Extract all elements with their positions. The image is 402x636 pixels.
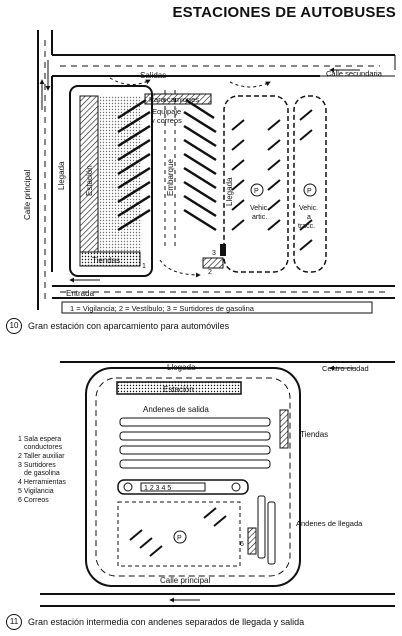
label-llegada-left: Llegada (57, 161, 66, 190)
parking-artic-slots (231, 119, 281, 231)
fig10-legend-box (61, 301, 373, 314)
parking-tracc-slots (299, 109, 313, 251)
para-camiones-bay (144, 93, 212, 105)
label-calle-secundaria: Calle secundaria (326, 69, 383, 78)
label-p-11: P (177, 535, 182, 542)
tiendas-block (79, 251, 141, 267)
label-n2: 2 (208, 269, 212, 276)
label-entrada: Entrada (66, 289, 95, 298)
label-n3: 3 (212, 250, 216, 257)
services-row (117, 479, 249, 495)
legend-item-8: 6 Correos (18, 497, 49, 504)
label-vehic-artic-1: Vehic. (250, 205, 269, 212)
parking-p-circle-2 (303, 183, 317, 197)
legend-item-5: de gasolina (24, 470, 60, 477)
legend-item-7: 5 Vigilancia (18, 488, 54, 495)
vigilancia-block (220, 244, 226, 256)
fig10-legend: 1 = Vigilancia; 2 = Vestíbulo; 3 = Surti… (70, 304, 255, 313)
fig11-caption-number: 11 (6, 614, 22, 630)
loop-road-outer (85, 367, 301, 587)
arrival-platforms (257, 495, 276, 565)
label-centro-ciudad: Centro ciudad (322, 364, 369, 373)
fig10-caption-text: Gran estación con aparcamiento para auto… (28, 321, 230, 331)
label-estacion-11: Estación (163, 385, 194, 394)
station-block-outline (69, 85, 153, 277)
figure-11 (40, 361, 395, 607)
tiendas-block-11 (279, 409, 289, 449)
label-llegada-mid: Llegada (225, 177, 234, 206)
parking-tracc-outline (293, 95, 327, 273)
label-embarque: Embarque (166, 159, 175, 196)
fig11-caption: 11 Gran estación intermedia con andenes … (6, 614, 304, 630)
figure-10 (37, 30, 396, 314)
legend-item-3: 2 Taller auxiliar (18, 453, 65, 460)
label-calle-principal-11: Calle principal (160, 576, 210, 585)
label-salidas: Salidas (140, 71, 166, 80)
parking-area-11 (117, 501, 241, 567)
label-vehic-artic-2: artic. (252, 214, 267, 221)
label-vehic-tracc-3: tracc. (298, 223, 315, 230)
departure-platforms (119, 417, 271, 469)
parking-p-circle-1 (250, 183, 264, 197)
legend-item-6: 4 Herramientas (18, 479, 66, 486)
correos-block (247, 527, 257, 555)
fig10-caption: 10 Gran estación con aparcamiento para a… (6, 318, 229, 334)
label-equipaje: Equipaje (152, 107, 181, 116)
label-p-artic: P (254, 188, 259, 195)
parking-slots-11 (129, 507, 227, 557)
label-para-camiones: Para camiones (149, 95, 199, 104)
legend-item-1: 1 Sala espera (18, 436, 61, 443)
label-n1: 1 (142, 263, 146, 270)
estacion-building-11 (116, 381, 242, 395)
loop-road-inner (95, 377, 291, 577)
parking-p-circle-11 (173, 530, 187, 544)
label-calle-principal: Calle principal (23, 170, 32, 220)
label-six: 6 (240, 541, 244, 548)
legend-item-4: 3 Surtidores (18, 462, 56, 469)
label-llegada-11: Llegada (167, 363, 196, 372)
page-title: ESTACIONES DE AUTOBUSES (172, 4, 396, 21)
label-estacion-10: Estación (85, 165, 94, 196)
fig11-caption-text: Gran estación intermedia con andenes sep… (28, 617, 305, 627)
fig11-legend: 1 Sala espera conductores 2 Taller auxil… (18, 436, 66, 504)
label-tiendas-11: Tiendas (300, 430, 328, 439)
parking-artic-outline (223, 95, 289, 273)
label-vehic-tracc-1: Vehic. (299, 205, 318, 212)
label-equipaje-2: y correos (151, 116, 182, 125)
legend-item-2: conductores (24, 444, 63, 451)
label-tiendas-10: Tiendas (92, 256, 120, 265)
label-andenes-salida: Andenes de salida (143, 405, 209, 414)
label-vehic-tracc-2: a (307, 214, 311, 221)
label-p-tracc: P (307, 188, 312, 195)
fig10-caption-number: 10 (6, 318, 22, 334)
boarding-bays (117, 98, 217, 232)
label-andenes-llegada: Andenes de llegada (296, 519, 363, 528)
label-services-numbers: 1 2 3 4 5 (144, 485, 171, 492)
gas-station-block (202, 257, 224, 269)
